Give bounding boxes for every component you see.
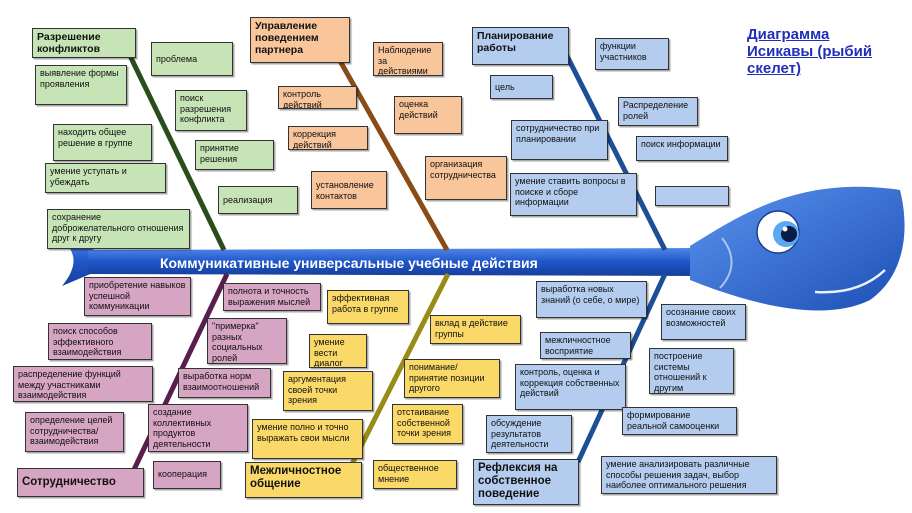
orange-item: контроль действий bbox=[278, 86, 357, 109]
fish-spine bbox=[88, 248, 700, 276]
diagram-title: Диаграмма Исикавы (рыбий скелет) bbox=[747, 26, 873, 77]
green-item: выявление формы проявления bbox=[35, 65, 127, 105]
orange-item: установление контактов bbox=[311, 171, 387, 209]
yellow-item: эффективная работа в группе bbox=[327, 290, 409, 324]
yellow-item: аргументация своей точки зрения bbox=[283, 371, 373, 411]
blue-top-item: цель bbox=[490, 75, 553, 99]
yellow-item: вклад в действие группы bbox=[430, 315, 521, 344]
pink-item: "примерка" разных социальных ролей bbox=[207, 318, 287, 364]
blue-bottom-head: Рефлексия на собственное поведение bbox=[473, 459, 579, 505]
yellow-item: отстаивание собственной точки зрения bbox=[392, 404, 463, 444]
green-item: поиск разрешения конфликта bbox=[175, 90, 247, 131]
blue-bottom-item: межличностное восприятие bbox=[540, 332, 631, 359]
pink-item: распределение функций между участниками … bbox=[13, 366, 153, 402]
green-item: проблема bbox=[151, 42, 233, 76]
bone-yellow bbox=[347, 272, 451, 470]
fish-tail bbox=[60, 238, 95, 286]
blue-bottom-item: контроль, оценка и коррекция собственных… bbox=[515, 364, 626, 410]
blue-bottom-item: формирование реальной самооценки bbox=[622, 407, 737, 435]
orange-head: Управление поведением партнера bbox=[250, 17, 350, 63]
pink-item: создание коллективных продуктов деятельн… bbox=[148, 404, 248, 452]
blue-bottom-item: обсуждение результатов деятельности bbox=[486, 415, 572, 453]
blue-bottom-item: построение системы отношений к другим bbox=[649, 348, 734, 394]
fish-mouth bbox=[814, 269, 886, 294]
blue-bottom-item: умение анализировать различные способы р… bbox=[601, 456, 777, 494]
pink-item: приобретение навыков успешной коммуникац… bbox=[84, 277, 191, 316]
fish-eye-glint bbox=[782, 226, 788, 232]
yellow-item: умение вести диалог bbox=[309, 334, 367, 368]
blue-top-item bbox=[655, 186, 729, 206]
pink-item: определение целей сотрудничества/ взаимо… bbox=[25, 412, 124, 452]
yellow-item: понимание/ принятие позиции другого bbox=[404, 359, 500, 398]
green-head: Разрешение конфликтов bbox=[32, 28, 136, 58]
orange-item: коррекция действий bbox=[288, 126, 368, 150]
green-item: умение уступать и убеждать bbox=[45, 163, 166, 193]
yellow-item: умение полно и точно выражать свои мысли bbox=[252, 419, 363, 459]
green-item: реализация bbox=[218, 186, 298, 214]
blue-top-head: Планирование работы bbox=[472, 27, 569, 65]
fish-gill bbox=[719, 237, 733, 289]
blue-top-item: сотрудничество при планировании bbox=[511, 120, 608, 160]
orange-item: организация сотрудничества bbox=[425, 156, 507, 200]
green-item: находить общее решение в группе bbox=[53, 124, 152, 161]
bone-blue-top bbox=[562, 50, 668, 252]
pink-head: Сотрудничество bbox=[17, 468, 144, 497]
blue-top-item: Распределение ролей bbox=[618, 97, 698, 126]
bone-orange bbox=[332, 50, 450, 252]
orange-item: оценка действий bbox=[394, 96, 462, 134]
fish-head bbox=[690, 186, 905, 311]
blue-bottom-item: выработка новых знаний (о себе, о мире) bbox=[536, 281, 647, 318]
orange-item: Наблюдение за действиями bbox=[373, 42, 443, 76]
yellow-item: общественное мнение bbox=[373, 460, 457, 489]
blue-bottom-item: осознание своих возможностей bbox=[661, 304, 746, 340]
blue-top-item: функции участников bbox=[595, 38, 669, 70]
yellow-head: Межличностное общение bbox=[245, 462, 362, 498]
pink-item: выработка норм взаимоотношений bbox=[178, 368, 271, 398]
green-item: сохранение доброжелательного отношения д… bbox=[47, 209, 190, 249]
pink-item: кооперация bbox=[153, 461, 221, 489]
blue-top-item: умение ставить вопросы в поиске и сборе … bbox=[510, 173, 637, 216]
pink-item: полнота и точность выражения мыслей bbox=[223, 283, 321, 311]
blue-top-item: поиск информации bbox=[636, 136, 728, 161]
pink-item: поиск способов эффективного взаимодейств… bbox=[48, 323, 152, 360]
spine-label: Коммуникативные универсальные учебные де… bbox=[160, 255, 538, 271]
bone-green bbox=[117, 33, 227, 252]
green-item: принятие решения bbox=[195, 140, 274, 170]
